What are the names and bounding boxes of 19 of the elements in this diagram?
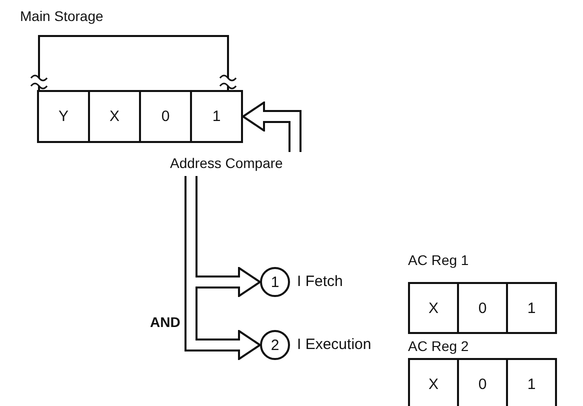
hollow-arrow [242,102,302,152]
register-cell: 0 [457,282,508,334]
step-label: I Execution [297,336,372,353]
box-heading: AC Reg 2 [408,338,469,354]
register-cell: Y [37,90,90,143]
register-cell: 0 [139,90,192,143]
register-cell: X [408,358,459,406]
step-circle: 1 [260,267,290,297]
signal-label: Address Compare [170,155,283,171]
logic-label: AND [150,314,180,330]
register-cell: X [408,282,459,334]
register-cell: 1 [190,90,243,143]
step-circle: 2 [260,330,290,360]
step-label: I Fetch [297,273,343,290]
box-heading: AC Reg 1 [408,252,469,268]
register-cell: 1 [506,282,557,334]
box-heading: Main Storage [20,8,104,24]
register-cell: 1 [506,358,557,406]
register-cell: X [88,90,141,143]
